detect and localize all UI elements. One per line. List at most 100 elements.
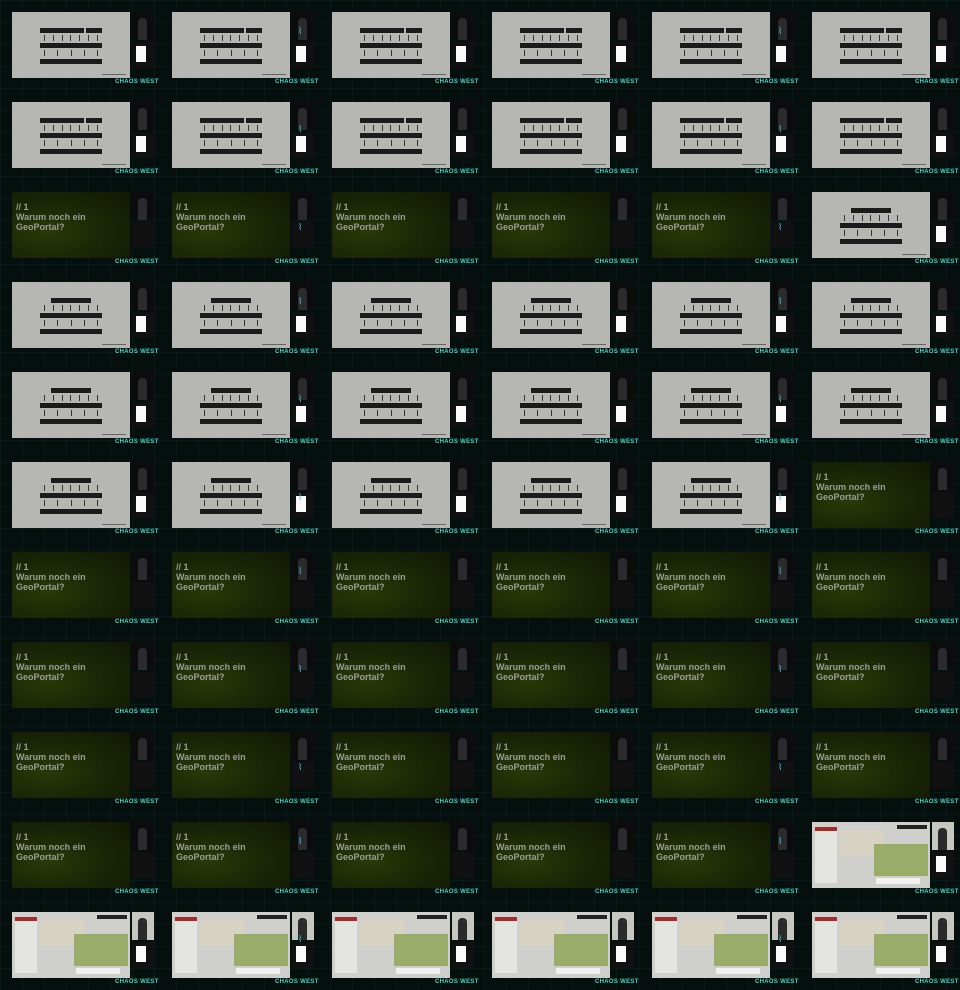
map-caption <box>876 968 920 974</box>
video-thumbnail[interactable]: CHAOS WEST <box>0 270 160 360</box>
video-thumbnail[interactable]: CHAOS WEST <box>320 0 480 90</box>
video-thumbnail[interactable]: CHAOS WEST <box>800 270 960 360</box>
slide-gray <box>172 102 290 168</box>
video-thumbnail[interactable]: ⌇CHAOS WEST <box>160 0 320 90</box>
video-thumbnail[interactable]: ⌇CHAOS WEST <box>640 90 800 180</box>
projected-screen <box>936 406 946 422</box>
video-thumbnail[interactable]: CHAOS WEST <box>480 0 640 90</box>
projected-screen <box>936 226 946 242</box>
map-caption <box>876 878 920 884</box>
video-thumbnail[interactable]: ⌇CHAOS WEST <box>160 450 320 540</box>
video-thumbnail[interactable]: ⌇CHAOS WEST <box>160 360 320 450</box>
video-thumbnail[interactable]: ⌇CHAOS WEST <box>160 270 320 360</box>
video-thumbnail[interactable]: CHAOS WEST <box>480 900 640 990</box>
video-thumbnail[interactable]: CHAOS WEST <box>800 180 960 270</box>
video-thumbnail[interactable]: ⌇CHAOS WEST <box>640 900 800 990</box>
diagram-bar-middle <box>200 313 262 318</box>
chaos-west-logo: CHAOS WEST <box>435 79 479 85</box>
video-thumbnail[interactable]: CHAOS WEST <box>320 270 480 360</box>
speaker-camera <box>772 912 794 940</box>
arrow <box>568 125 570 131</box>
arrow <box>857 410 859 416</box>
slide-question: Warum noch ein GeoPortal? <box>816 482 886 502</box>
video-thumbnail[interactable]: ⌇CHAOS WEST <box>160 90 320 180</box>
arrow <box>723 410 725 416</box>
video-thumbnail[interactable]: CHAOS WEST <box>480 90 640 180</box>
slide-number: // 1 <box>336 652 349 662</box>
arrow <box>896 305 898 311</box>
video-thumbnail[interactable]: CHAOS WEST <box>0 0 160 90</box>
arrow-row <box>844 125 898 131</box>
video-thumbnail[interactable]: ⌇CHAOS WEST <box>160 900 320 990</box>
diagram-bar-top <box>680 28 724 33</box>
video-thumbnail[interactable]: CHAOS WEST <box>800 360 960 450</box>
projected-screen <box>936 856 946 872</box>
speaker-camera <box>612 372 634 400</box>
projected-screen <box>456 496 466 512</box>
video-thumbnail[interactable]: CHAOS WEST <box>320 90 480 180</box>
speaker-camera <box>932 552 954 580</box>
flow-diagram <box>840 208 902 248</box>
video-thumbnail[interactable]: CHAOS WEST <box>480 270 640 360</box>
flow-diagram <box>680 388 742 428</box>
arrow-row <box>364 320 418 326</box>
video-thumbnail[interactable]: CHAOS WEST <box>480 360 640 450</box>
video-thumbnail[interactable]: CHAOS WEST <box>0 90 160 180</box>
video-thumbnail[interactable]: CHAOS WEST <box>480 450 640 540</box>
arrow <box>364 35 365 41</box>
arrow <box>408 35 410 41</box>
video-thumbnail[interactable]: CHAOS WEST <box>800 0 960 90</box>
slide-question: Warum noch ein GeoPortal? <box>176 212 246 232</box>
video-thumbnail[interactable]: CHAOS WEST <box>0 900 160 990</box>
video-thumbnail[interactable]: CHAOS WEST <box>0 360 160 450</box>
chaos-west-logo: CHAOS WEST <box>595 619 639 625</box>
video-thumbnail[interactable]: CHAOS WEST <box>320 450 480 540</box>
video-thumbnail[interactable]: CHAOS WEST <box>320 900 480 990</box>
diagram-bar-top <box>840 118 884 123</box>
speaker-camera <box>932 912 954 940</box>
speaker-figure <box>458 558 467 580</box>
chaos-west-logo: CHAOS WEST <box>275 349 319 355</box>
video-thumbnail[interactable]: ⌇CHAOS WEST <box>640 0 800 90</box>
video-thumbnail[interactable]: CHAOS WEST <box>800 900 960 990</box>
video-thumbnail[interactable]: ⌇CHAOS WEST <box>640 360 800 450</box>
video-thumbnail[interactable]: CHAOS WEST <box>320 360 480 450</box>
video-thumbnail[interactable]: CHAOS WEST <box>800 90 960 180</box>
arrow <box>541 305 543 311</box>
slide-question: Warum noch ein GeoPortal? <box>176 752 246 772</box>
video-thumbnail[interactable]: ⌇CHAOS WEST <box>640 270 800 360</box>
video-thumbnail[interactable]: ⌇CHAOS WEST <box>640 450 800 540</box>
arrow <box>736 395 738 401</box>
video-thumbnail[interactable]: CHAOS WEST <box>0 450 160 540</box>
video-thumbnail[interactable]: CHAOS WEST <box>800 810 960 900</box>
